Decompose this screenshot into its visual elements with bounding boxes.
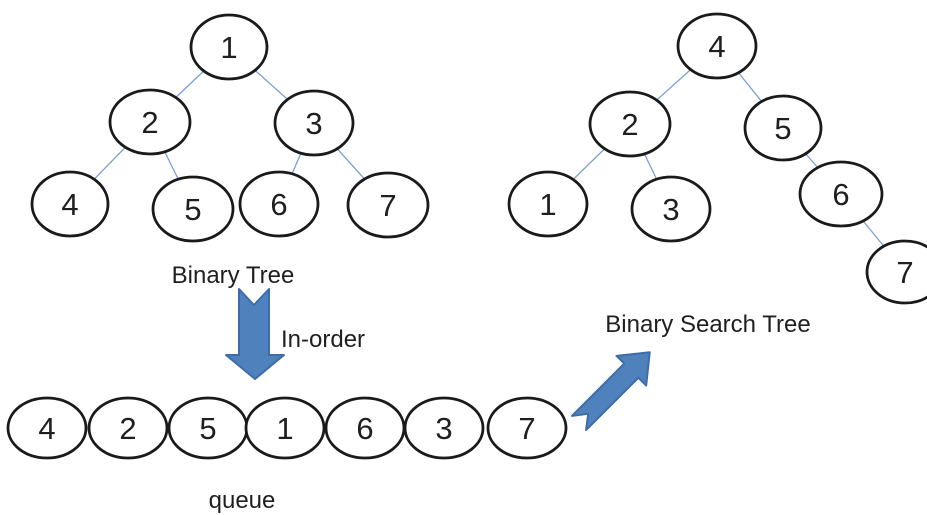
node-circle	[6, 396, 88, 460]
binary-tree-node-6: 6	[238, 170, 320, 238]
node-circle	[630, 175, 712, 243]
bst-node-1: 1	[507, 170, 589, 238]
bst-node-6: 6	[798, 160, 884, 228]
node-value: 4	[708, 29, 725, 64]
node-circle	[798, 160, 884, 228]
node-value: 7	[518, 411, 535, 446]
node-circle	[676, 12, 758, 80]
node-circle	[273, 89, 355, 157]
node-value: 6	[832, 177, 849, 212]
arrow-polygon	[570, 351, 651, 432]
queue-item-2: 2	[87, 396, 169, 460]
node-circle	[151, 175, 235, 243]
binary-tree-node-4: 4	[30, 170, 110, 238]
queue-item-1: 1	[244, 396, 326, 460]
node-value: 4	[61, 187, 78, 222]
node-value: 2	[141, 105, 158, 140]
bst-node-2: 2	[588, 90, 672, 158]
binary-search-tree-label: Binary Search Tree	[605, 311, 810, 338]
queue-label: queue	[209, 487, 276, 514]
in-order-down-arrow-icon	[225, 288, 285, 380]
node-value: 1	[276, 411, 293, 446]
node-value: 7	[896, 255, 913, 290]
bst-node-3: 3	[630, 175, 712, 243]
binary-tree-node-1: 1	[189, 13, 269, 81]
node-circle	[30, 170, 110, 238]
node-value: 5	[774, 111, 791, 146]
node-circle	[346, 171, 430, 239]
node-value: 5	[199, 411, 216, 446]
queue-to-bst-arrow-icon	[570, 351, 651, 432]
node-circle	[238, 170, 320, 238]
node-circle	[743, 94, 823, 162]
node-circle	[244, 396, 326, 460]
node-value: 6	[356, 411, 373, 446]
node-value: 7	[379, 188, 396, 223]
binary-tree-node-5: 5	[151, 175, 235, 243]
binary-tree-node-7: 7	[346, 171, 430, 239]
node-value: 2	[621, 107, 638, 142]
node-circle	[865, 239, 927, 305]
node-circle	[507, 170, 589, 238]
node-value: 5	[184, 192, 201, 227]
queue-item-6: 6	[324, 396, 406, 460]
node-value: 6	[270, 187, 287, 222]
node-circle	[403, 396, 485, 460]
binary-search-tree: 4 2 5 1 3 6 7	[507, 12, 927, 305]
binary-tree-node-2: 2	[108, 88, 192, 156]
node-circle	[189, 13, 269, 81]
node-circle	[486, 396, 568, 460]
node-value: 2	[119, 411, 136, 446]
binary-tree-node-3: 3	[273, 89, 355, 157]
bst-node-5: 5	[743, 94, 823, 162]
bst-node-4: 4	[676, 12, 758, 80]
node-value: 3	[305, 106, 322, 141]
node-value: 3	[662, 192, 679, 227]
node-value: 1	[539, 187, 556, 222]
queue-item-7: 7	[486, 396, 568, 460]
queue-item-4: 4	[6, 396, 88, 460]
queue: 4 2 5 1 6 3 7	[6, 396, 568, 460]
binary-tree-label: Binary Tree	[172, 262, 295, 289]
node-value: 1	[220, 30, 237, 65]
in-order-label: In-order	[281, 326, 365, 353]
node-circle	[108, 88, 192, 156]
node-value: 4	[38, 411, 55, 446]
binary-tree: 1 2 3 4 5 6 7	[30, 13, 430, 243]
queue-item-5: 5	[167, 396, 249, 460]
bst-node-7: 7	[865, 239, 927, 305]
node-circle	[588, 90, 672, 158]
queue-item-3: 3	[403, 396, 485, 460]
node-circle	[87, 396, 169, 460]
node-value: 3	[435, 411, 452, 446]
